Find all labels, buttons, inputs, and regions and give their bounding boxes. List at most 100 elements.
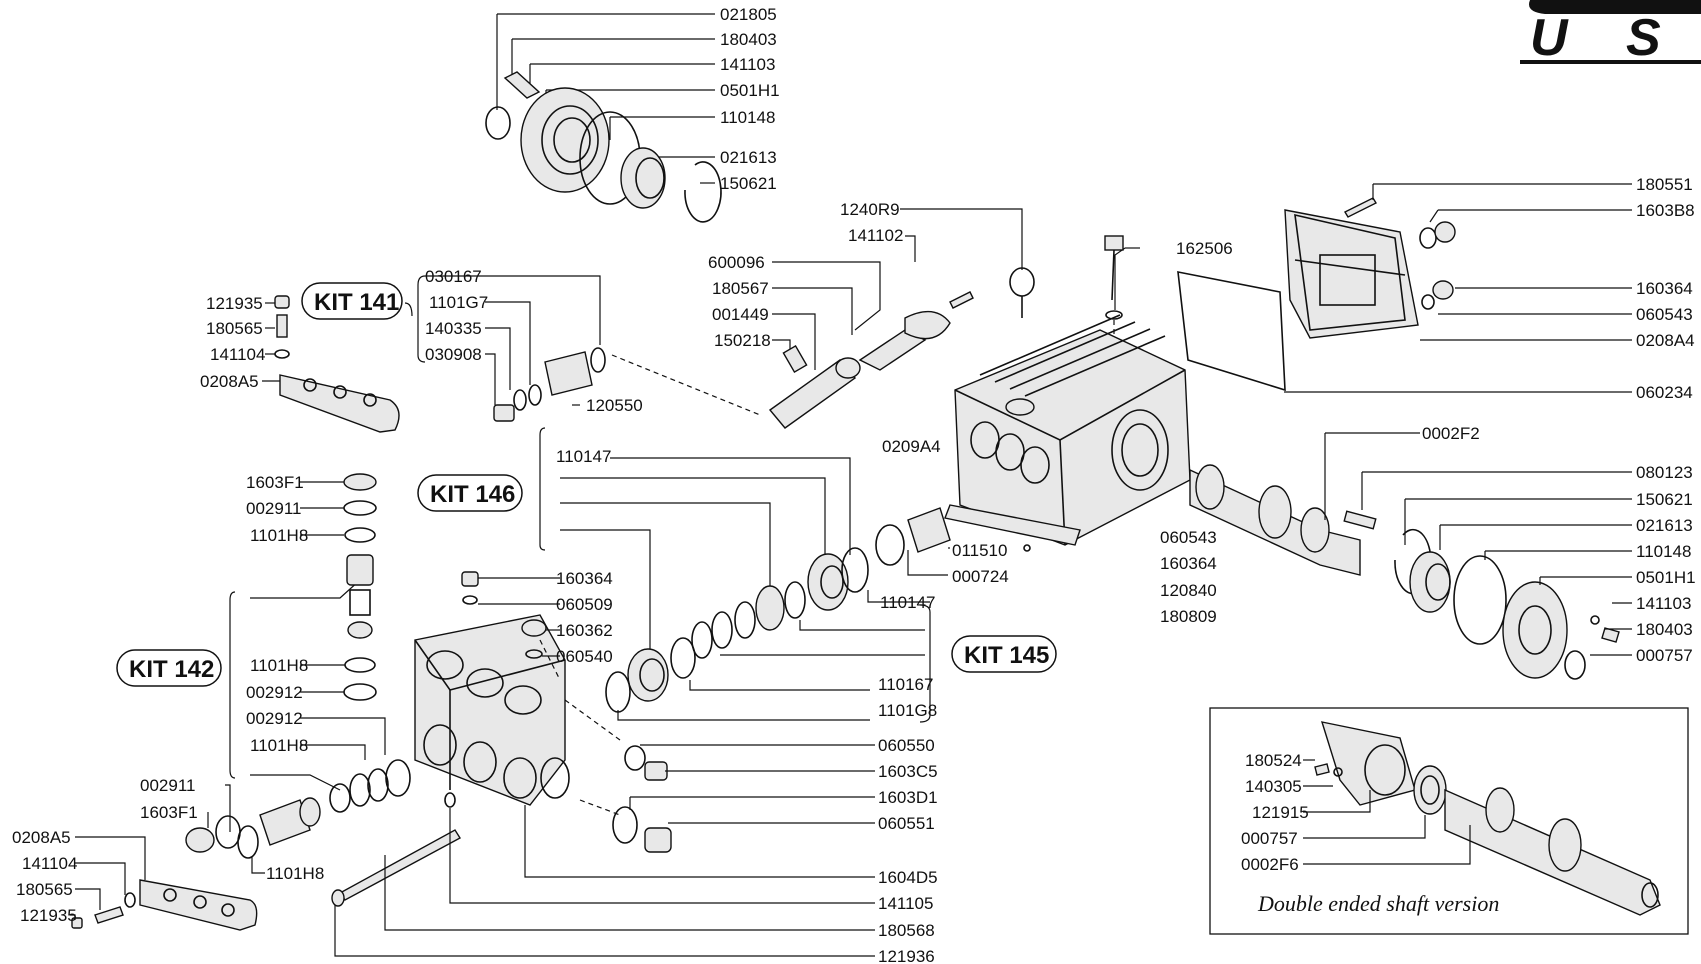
label-0208A4: 0208A4	[1636, 331, 1695, 350]
label-141102: 141102	[848, 226, 903, 245]
label-180565-upper: 180565	[206, 319, 263, 338]
label-001449: 001449	[712, 305, 769, 324]
label-002911-upper: 002911	[246, 499, 301, 518]
label-110167: 110167	[878, 675, 933, 694]
label-180565-lower: 180565	[16, 880, 73, 899]
label-021613: 021613	[720, 148, 777, 167]
valve-holder-upper	[262, 295, 400, 433]
label-600096: 600096	[708, 253, 765, 272]
kit-142-badge: KIT 142	[116, 649, 222, 687]
label-060543-center: 060543	[1160, 528, 1217, 547]
part-number-labels: 021805 180403 141103 0501H1 110148 02161…	[12, 5, 1696, 964]
label-121915: 121915	[1252, 803, 1309, 822]
label-1603C5: 1603C5	[878, 762, 938, 781]
label-121935-lower: 121935	[20, 906, 77, 925]
label-060543-right: 060543	[1636, 305, 1693, 324]
label-141104-upper: 141104	[210, 345, 265, 364]
label-0501H1: 0501H1	[720, 81, 780, 100]
label-1603D1: 1603D1	[878, 788, 938, 807]
label-180403-right: 180403	[1636, 620, 1693, 639]
kit141-group	[404, 275, 761, 422]
label-162506: 162506	[1176, 239, 1233, 258]
brand-logo: U S	[1520, 0, 1701, 67]
kit142-group	[70, 473, 875, 957]
label-150621-right: 150621	[1636, 490, 1693, 509]
label-0501H1-right: 0501H1	[1636, 568, 1696, 587]
crankshaft	[1189, 432, 1632, 576]
label-000757-right: 000757	[1636, 646, 1693, 665]
label-1101H8-a: 1101H8	[250, 526, 308, 545]
label-1240R9: 1240R9	[840, 200, 900, 219]
label-1101G7: 1101G7	[429, 293, 488, 312]
label-1604D5: 1604D5	[878, 868, 938, 887]
label-021805: 021805	[720, 5, 777, 24]
kit-141-label: KIT 141	[314, 289, 399, 316]
label-110147-lower: 110147	[880, 593, 935, 612]
label-1603F1-upper: 1603F1	[246, 473, 304, 492]
label-021613-right: 021613	[1636, 516, 1693, 535]
label-110148-right: 110148	[1636, 542, 1691, 561]
label-180568: 180568	[878, 921, 935, 940]
rear-cover	[1284, 183, 1632, 393]
label-120840: 120840	[1160, 581, 1217, 600]
label-141104-lower: 141104	[22, 854, 77, 873]
label-011510: 011510	[952, 541, 1007, 560]
inset-double-ended-shaft	[1209, 707, 1689, 935]
label-180524: 180524	[1245, 751, 1302, 770]
inset-frame	[1209, 707, 1689, 935]
label-080123: 080123	[1636, 463, 1693, 482]
label-060509: 060509	[556, 595, 613, 614]
label-141103-right: 141103	[1636, 594, 1691, 613]
label-1603F1-lower: 1603F1	[140, 803, 198, 822]
label-120550: 120550	[586, 396, 643, 415]
kit146-group	[539, 427, 951, 723]
label-002912-a: 002912	[246, 683, 303, 702]
label-1101H8-b: 1101H8	[250, 656, 308, 675]
label-110148: 110148	[720, 108, 775, 127]
label-160364-center: 160364	[1160, 554, 1217, 573]
label-030167: 030167	[425, 267, 482, 286]
label-1101H8-c: 1101H8	[250, 736, 308, 755]
label-160364-manifold: 160364	[556, 569, 613, 588]
label-141105: 141105	[878, 894, 933, 913]
label-002912-b: 002912	[246, 709, 303, 728]
label-0208A5-upper: 0208A5	[200, 372, 259, 391]
label-180567: 180567	[712, 279, 769, 298]
connecting-rod-assembly	[768, 208, 1140, 429]
kit-145-label: KIT 145	[964, 642, 1049, 669]
logo-text: U S	[1530, 9, 1683, 67]
kit-146-badge: KIT 146	[417, 474, 523, 512]
label-1603B8: 1603B8	[1636, 201, 1695, 220]
label-160362: 160362	[556, 621, 613, 640]
label-0002F6: 0002F6	[1241, 855, 1299, 874]
label-060234: 060234	[1636, 383, 1693, 402]
label-002911-lower: 002911	[140, 776, 195, 795]
label-060551: 060551	[878, 814, 935, 833]
label-140305: 140305	[1245, 777, 1302, 796]
label-141103: 141103	[720, 55, 775, 74]
kit-145-badge: KIT 145	[951, 635, 1057, 673]
kit-141-badge: KIT 141	[301, 282, 403, 320]
label-030908: 030908	[425, 345, 482, 364]
label-000757-inset: 000757	[1241, 829, 1298, 848]
label-150218: 150218	[714, 331, 771, 350]
label-060540: 060540	[556, 647, 613, 666]
label-121935-upper: 121935	[206, 294, 263, 313]
label-180551: 180551	[1636, 175, 1693, 194]
label-180403: 180403	[720, 30, 777, 49]
label-1101G8: 1101G8	[878, 701, 937, 720]
label-0002F2: 0002F2	[1422, 424, 1480, 443]
label-000724: 000724	[952, 567, 1009, 586]
label-180809: 180809	[1160, 607, 1217, 626]
label-0208A5-lower: 0208A5	[12, 828, 71, 847]
label-121936: 121936	[878, 947, 935, 964]
right-bearing-stack	[1394, 498, 1632, 680]
label-160364-right: 160364	[1636, 279, 1693, 298]
top-bearing-cover-assembly	[485, 13, 722, 223]
kit-142-label: KIT 142	[129, 656, 214, 683]
label-0209A4: 0209A4	[882, 437, 941, 456]
label-1101H8-d: 1101H8	[266, 864, 324, 883]
label-140335: 140335	[425, 319, 482, 338]
inset-caption: Double ended shaft version	[1257, 891, 1499, 916]
